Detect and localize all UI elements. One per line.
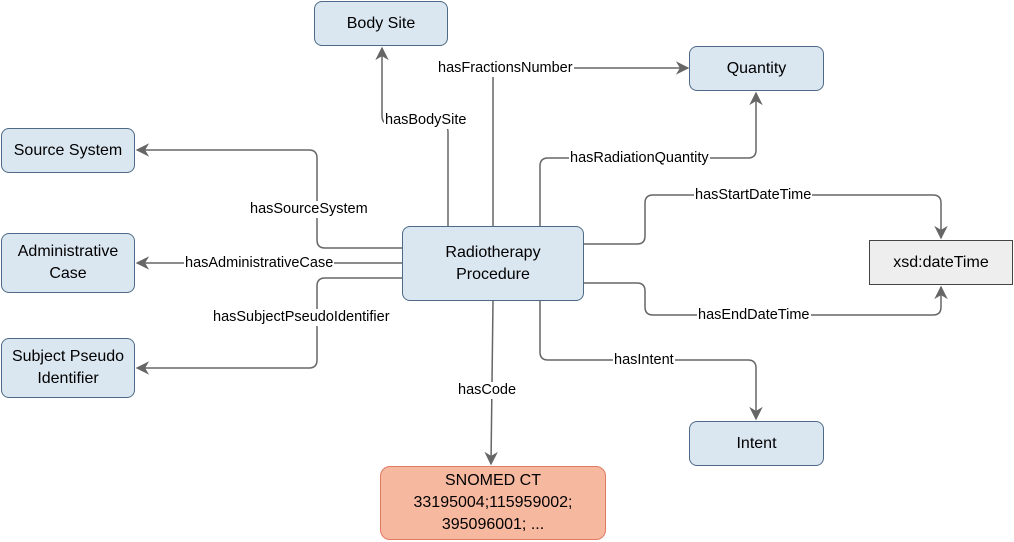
node-xsd-datetime[interactable]: xsd:dateTime xyxy=(869,240,1013,285)
node-administrative-case[interactable]: Administrative Case xyxy=(1,233,135,293)
label-has-code: hasCode xyxy=(457,382,518,399)
node-body-site-label: Body Site xyxy=(346,14,416,32)
node-administrative-case-label: Administrative Case xyxy=(17,243,119,282)
node-subject-pseudo-identifier-label: Subject Pseudo Identifier xyxy=(11,348,125,387)
node-intent-label: Intent xyxy=(736,434,777,452)
label-has-radiation-quantity: hasRadiationQuantity xyxy=(569,150,710,167)
label-has-source-system: hasSourceSystem xyxy=(249,201,369,218)
node-quantity[interactable]: Quantity xyxy=(689,46,824,91)
node-radiotherapy-procedure-label: Radiotherapy Procedure xyxy=(445,243,541,283)
node-quantity-label: Quantity xyxy=(726,59,787,77)
edge-has-fractions-number xyxy=(492,61,690,226)
node-body-site[interactable]: Body Site xyxy=(314,1,448,46)
label-has-fractions-number: hasFractionsNumber xyxy=(437,60,574,77)
node-subject-pseudo-identifier[interactable]: Subject Pseudo Identifier xyxy=(1,338,135,398)
node-xsd-datetime-label: xsd:dateTime xyxy=(893,253,989,271)
label-has-subject-pseudo-identifier: hasSubjectPseudoIdentifier xyxy=(212,309,391,326)
node-snomed-ct[interactable]: SNOMED CT 33195004;115959002; 395096001;… xyxy=(380,466,606,540)
label-has-intent: hasIntent xyxy=(613,352,675,369)
label-has-body-site: hasBodySite xyxy=(384,112,468,129)
node-snomed-codes-line2: 395096001; ... xyxy=(441,516,545,533)
label-has-administrative-case: hasAdministrativeCase xyxy=(184,255,335,272)
edge-has-start-date-time xyxy=(584,194,948,245)
node-radiotherapy-procedure[interactable]: Radiotherapy Procedure xyxy=(402,226,584,301)
edge-has-end-date-time xyxy=(584,282,948,316)
edge-has-source-system xyxy=(135,143,402,249)
label-has-start-date-time: hasStartDateTime xyxy=(694,187,813,204)
node-snomed-title: SNOMED CT xyxy=(445,472,541,489)
node-snomed-codes-line1: 33195004;115959002; xyxy=(413,494,573,511)
label-has-end-date-time: hasEndDateTime xyxy=(697,307,811,324)
node-intent[interactable]: Intent xyxy=(689,421,824,466)
node-source-system[interactable]: Source System xyxy=(1,128,135,173)
node-source-system-label: Source System xyxy=(13,141,123,159)
